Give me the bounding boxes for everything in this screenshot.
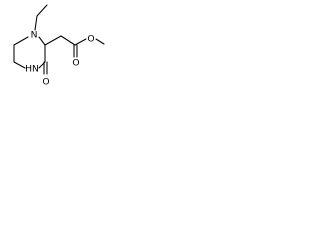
bond-ethyl-ch2-ch3: [36, 4, 48, 17]
ester-carbonyl-oxygen: O: [72, 58, 79, 69]
ester-single-bond-oxygen: O: [87, 34, 94, 45]
ring-carbonyl-oxygen: O: [42, 77, 49, 88]
bond-n1-ethyl-ch2: [34, 15, 38, 31]
molecule-canvas: N HN O O O: [0, 0, 106, 95]
bond-o-methyl: [95, 38, 105, 45]
nitrogen-atom-1: N: [31, 30, 38, 41]
bond-ch-sidechain-ch2: [44, 35, 62, 46]
nitrogen-atom-2: HN: [25, 64, 39, 75]
bond-ester-c-o: [74, 38, 87, 46]
bond-ch2b-nh: [13, 61, 26, 69]
bond-sidechain-ch2-ester-c: [60, 35, 76, 46]
molecule-structure: N HN O O O: [13, 4, 105, 88]
bond-ch-n1: [38, 36, 46, 46]
bond-n1-ch2a: [13, 36, 29, 46]
